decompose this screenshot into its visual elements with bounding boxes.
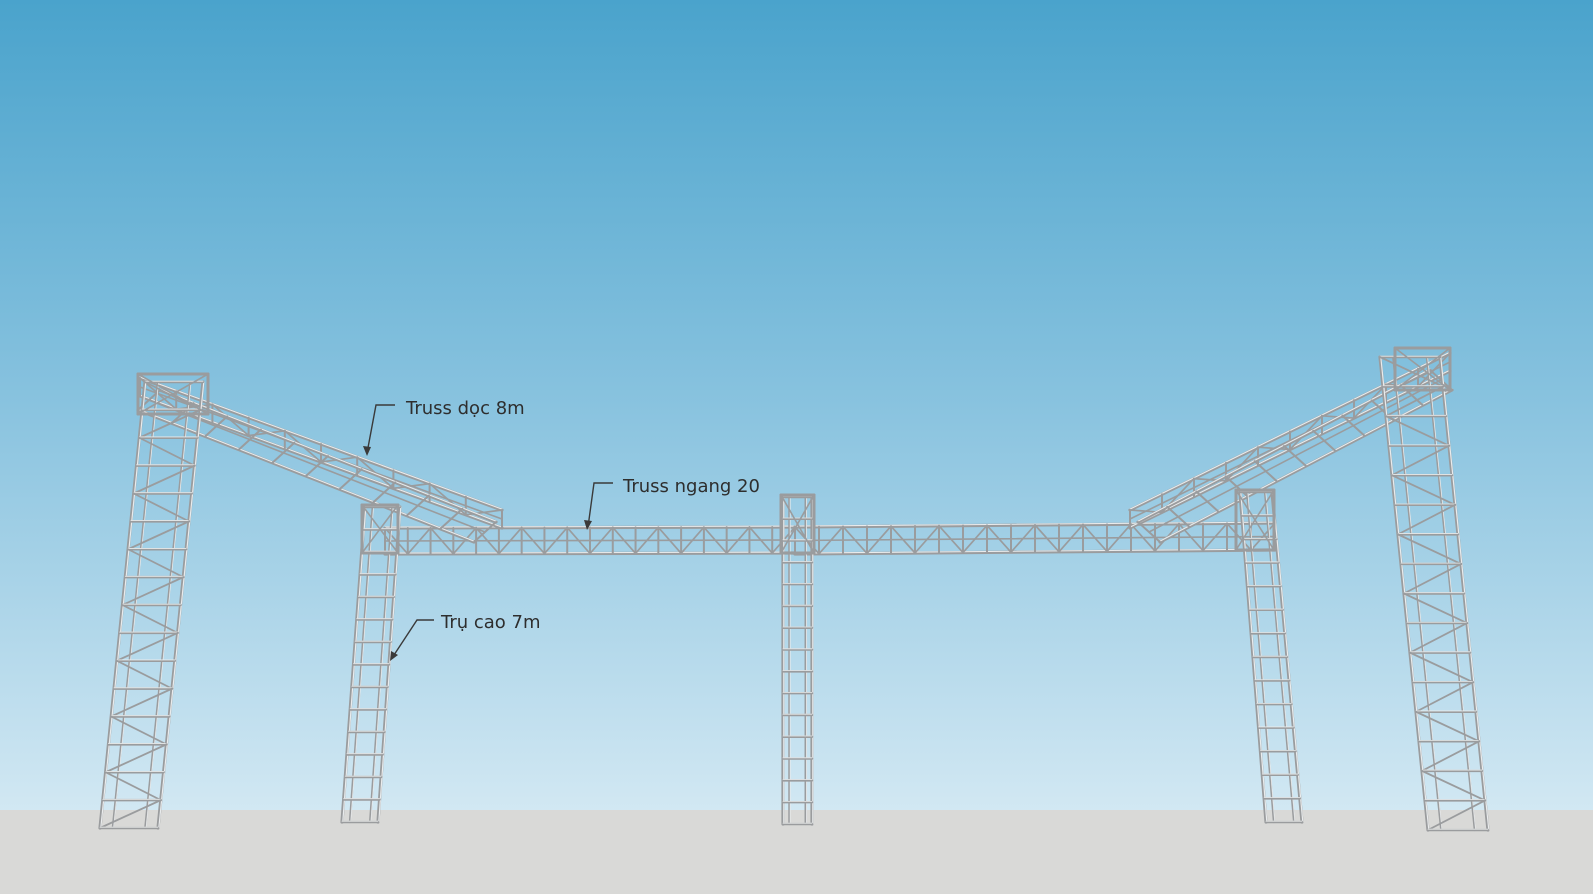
connector-far-right [1393, 346, 1452, 392]
callout-column: Trụ cao 7m [390, 612, 541, 661]
label-longitudinal-truss: Truss dọc 8m [405, 398, 525, 419]
truss-horizontal-left [383, 525, 797, 556]
truss-horizontal-right [793, 521, 1277, 556]
label-column: Trụ cao 7m [440, 612, 541, 633]
connector-left [360, 503, 400, 555]
leader-arrowhead [584, 520, 592, 530]
connector-right [1234, 488, 1276, 552]
leader-line [366, 404, 395, 454]
leader-line [391, 619, 434, 659]
connector-center [779, 493, 816, 555]
label-horizontal-truss: Truss ngang 20 [622, 476, 760, 497]
ground-plane [0, 810, 1593, 894]
column-far-left [98, 380, 205, 830]
column-right [1238, 490, 1304, 824]
callout-longitudinal-truss: Truss dọc 8m [363, 398, 525, 456]
truss-frame [98, 346, 1490, 832]
sky-background [0, 0, 1593, 812]
leader-arrowhead [390, 651, 398, 661]
callout-horizontal-truss: Truss ngang 20 [584, 476, 760, 530]
leader-arrowhead [363, 446, 371, 456]
leader-line [587, 482, 613, 528]
connector-far-left [136, 372, 210, 416]
column-far-right [1378, 355, 1490, 832]
